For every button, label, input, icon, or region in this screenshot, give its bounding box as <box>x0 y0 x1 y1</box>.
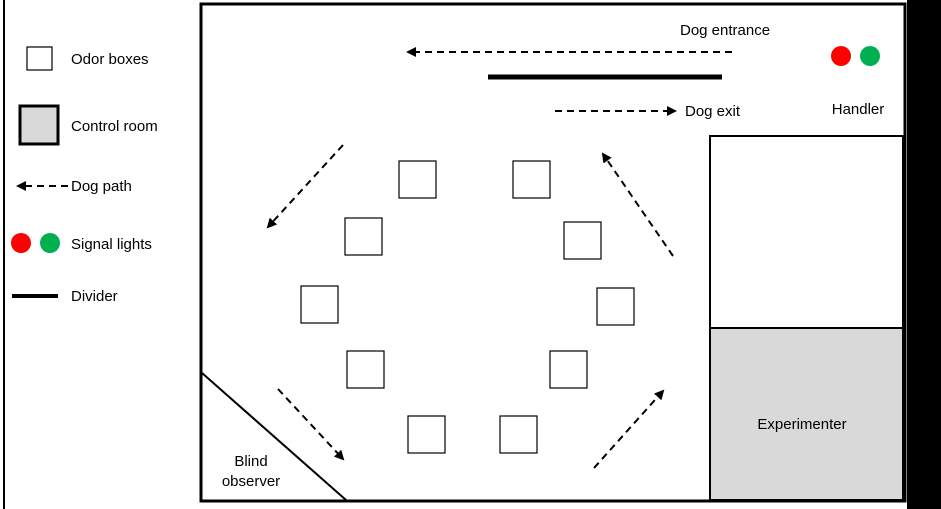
green-signal-light-icon <box>860 46 880 66</box>
odor-box <box>344 217 383 256</box>
dog-exit-label: Dog exit <box>685 103 741 120</box>
odor-box <box>512 160 551 199</box>
right-wall-bar <box>907 0 941 509</box>
legend-dog-path-label: Dog path <box>71 178 132 195</box>
odor-box <box>300 285 339 324</box>
red-signal-light-icon <box>831 46 851 66</box>
dog-path-arrow-upper-left <box>266 144 344 229</box>
legend-control-room-label: Control room <box>71 118 158 135</box>
legend-odor-box-symbol <box>26 46 53 71</box>
experimenter-label: Experimenter <box>757 416 846 433</box>
experimenter-room <box>709 327 904 501</box>
odor-box <box>549 350 588 389</box>
side-room-upper <box>709 135 904 329</box>
legend-signal-lights-label: Signal lights <box>71 236 152 253</box>
odor-box <box>563 221 602 260</box>
dog-entrance-label: Dog entrance <box>680 22 770 39</box>
dog-path-arrow-upper-right <box>601 152 674 257</box>
odor-boxes <box>300 160 635 454</box>
odor-box <box>596 287 635 326</box>
blind-observer-label-line2: observer <box>222 473 280 490</box>
odor-box <box>346 350 385 389</box>
arena: Experimenter Blind observer Dog entrance… <box>199 0 941 509</box>
legend-green-light-icon <box>40 233 60 253</box>
odor-box <box>407 415 446 454</box>
dog-path-arrow-lower-left <box>277 388 345 461</box>
legend: Odor boxes Control room Dog path Signal … <box>3 0 158 509</box>
handler-label: Handler <box>832 101 885 118</box>
dog-path-arrow-lower-right <box>593 389 665 469</box>
legend-red-light-icon <box>11 233 31 253</box>
legend-control-room-symbol <box>18 104 60 146</box>
odor-box <box>499 415 538 454</box>
blind-observer-label-line1: Blind <box>234 453 267 470</box>
blind-observer-wall <box>201 372 347 501</box>
odor-box <box>398 160 437 199</box>
legend-odor-boxes-label: Odor boxes <box>71 51 149 68</box>
legend-divider-label: Divider <box>71 288 118 305</box>
